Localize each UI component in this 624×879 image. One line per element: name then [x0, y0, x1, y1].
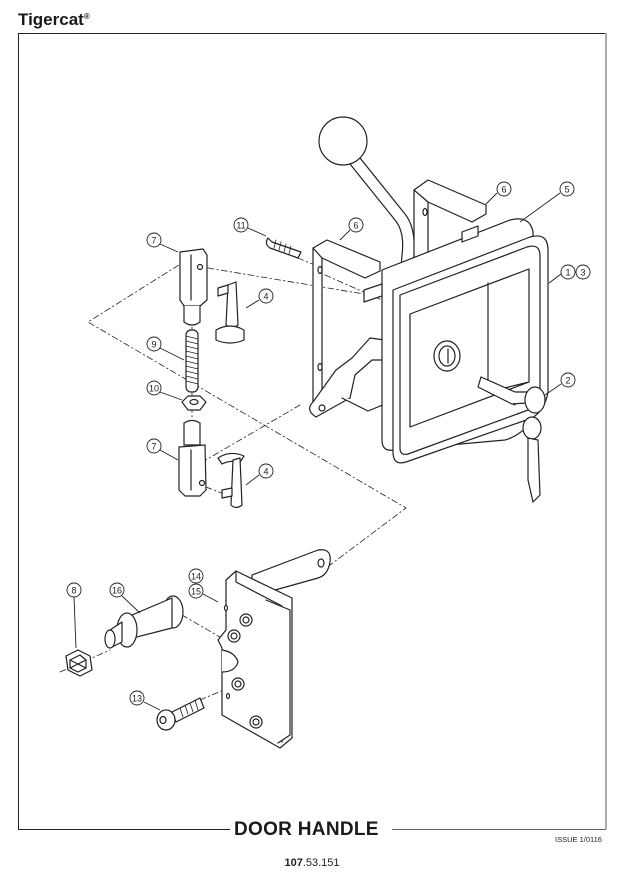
callout-10: 10: [146, 380, 183, 401]
callout-label: 8: [71, 586, 76, 596]
callout-13: 13: [129, 690, 161, 711]
hex-nut: [181, 395, 207, 411]
callout-label: 4: [263, 292, 268, 302]
callout-label: 2: [565, 376, 570, 386]
callout-5: 5: [519, 181, 575, 223]
spring: [185, 329, 199, 393]
brand-logo: Tigercat®: [18, 10, 90, 30]
callout-label: 14: [191, 572, 201, 582]
callout-label: 16: [112, 586, 122, 596]
callout-label: 7: [151, 442, 156, 452]
clip-lower: [217, 452, 245, 509]
callout-7-upper: 7: [146, 232, 179, 253]
callout-8: 8: [66, 582, 82, 649]
callout-label: 10: [149, 384, 159, 394]
rotary-latch: [217, 570, 293, 749]
latch-arm: [251, 549, 331, 593]
diagram-title: DOOR HANDLE: [234, 819, 379, 840]
issue-label: ISSUE 1/0116: [555, 835, 602, 844]
callout-11: 11: [233, 217, 267, 237]
callout-label: 3: [580, 268, 585, 278]
callout-3: 3: [575, 264, 591, 280]
keys: [477, 376, 546, 503]
housing-pins: [363, 225, 479, 303]
callout-4-lower: 4: [245, 463, 274, 486]
part-number-prefix: 107: [284, 857, 303, 869]
callout-label: 13: [132, 694, 142, 704]
callout-label: 9: [151, 340, 156, 350]
callout-2: 2: [544, 372, 576, 396]
callout-1: 1: [548, 264, 576, 284]
registered-mark: ®: [83, 12, 90, 21]
callout-label: 11: [236, 221, 245, 231]
flange-nut: [65, 649, 93, 677]
callout-label: 5: [564, 185, 569, 195]
callout-15: 15: [188, 583, 219, 603]
frame-border-right: [605, 33, 607, 829]
clip-upper: [215, 281, 245, 344]
bracket-left: [309, 239, 386, 418]
callout-label: 15: [191, 587, 201, 597]
part-number: 107.53.151: [0, 857, 624, 869]
callout-label: 4: [263, 467, 268, 477]
clevis-lower: [178, 419, 207, 497]
callout-9: 9: [146, 336, 185, 361]
callout-6-left: 6: [339, 217, 364, 241]
callout-label: 1: [565, 268, 570, 278]
callout-label: 7: [151, 236, 156, 246]
callout-16: 16: [109, 582, 141, 614]
brand-name: Tigercat: [18, 10, 84, 29]
button-screw: [156, 697, 205, 731]
frame-border-left: [18, 33, 19, 829]
frame-border-bottom-left: [18, 829, 230, 830]
callout-label: 6: [501, 185, 506, 195]
callout-14: 14: [188, 568, 204, 584]
screw-11: [265, 237, 302, 259]
callout-label: 6: [353, 221, 358, 231]
frame-border-bottom-right: [392, 829, 606, 830]
clevis-upper: [179, 248, 208, 326]
callout-6-right: 6: [485, 181, 512, 205]
frame-border-top: [18, 33, 606, 34]
callout-4-upper: 4: [245, 288, 274, 309]
part-number-suffix: .53.151: [302, 857, 340, 869]
callout-7-lower: 7: [146, 438, 179, 461]
striker-stud: [104, 595, 184, 649]
